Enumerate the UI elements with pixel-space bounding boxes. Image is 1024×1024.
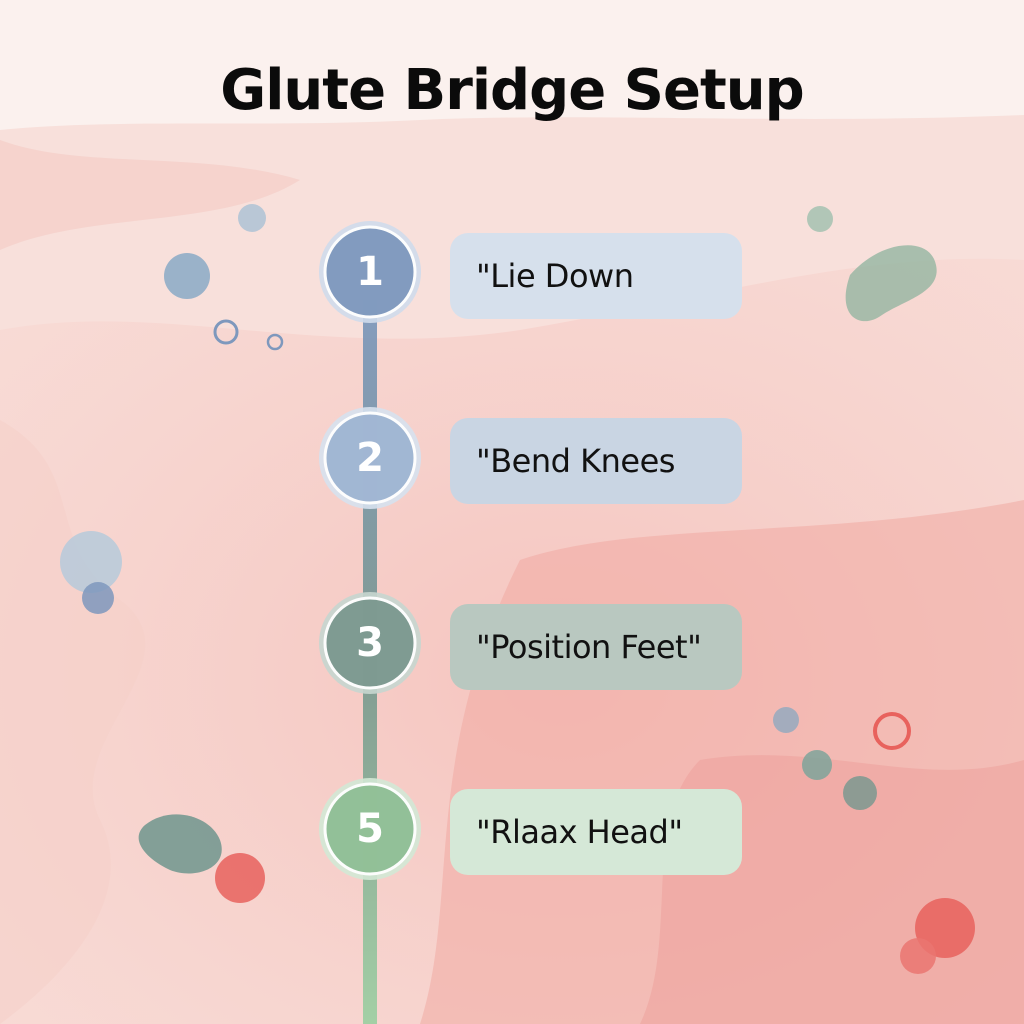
step-node-1-ring (323, 225, 417, 319)
decorative-dot (238, 204, 266, 232)
decorative-dot (164, 253, 210, 299)
decorative-ring (873, 712, 911, 750)
decorative-blob (138, 814, 222, 874)
step-label-4: "Rlaax Head" (450, 789, 742, 875)
page-title: Glute Bridge Setup (220, 58, 804, 123)
step-number-4: 5 (356, 806, 384, 852)
step-number-1: 1 (356, 249, 384, 295)
decorative-dot (807, 206, 833, 232)
step-label-3: "Position Feet" (450, 604, 742, 690)
decorative-dot (82, 582, 114, 614)
decorative-ring (213, 319, 239, 345)
step-node-3-ring (323, 596, 417, 690)
watercolor-wash (0, 140, 300, 250)
step-label-2: "Bend Knees (450, 418, 742, 504)
step-number-2: 2 (356, 435, 384, 481)
watercolor-wash (0, 420, 146, 1024)
step-node-2-ring (323, 411, 417, 505)
decorative-dot (802, 750, 832, 780)
decorative-dot (773, 707, 799, 733)
step-number-3: 3 (356, 620, 384, 666)
decorative-dot (60, 531, 122, 593)
decorative-ring (266, 333, 284, 351)
step-node-4-ring (323, 782, 417, 876)
decorative-dot (843, 776, 877, 810)
step-label-1: "Lie Down (450, 233, 742, 319)
decorative-dot (900, 938, 936, 974)
decorative-dot (215, 853, 265, 903)
decorative-blob (845, 245, 937, 322)
